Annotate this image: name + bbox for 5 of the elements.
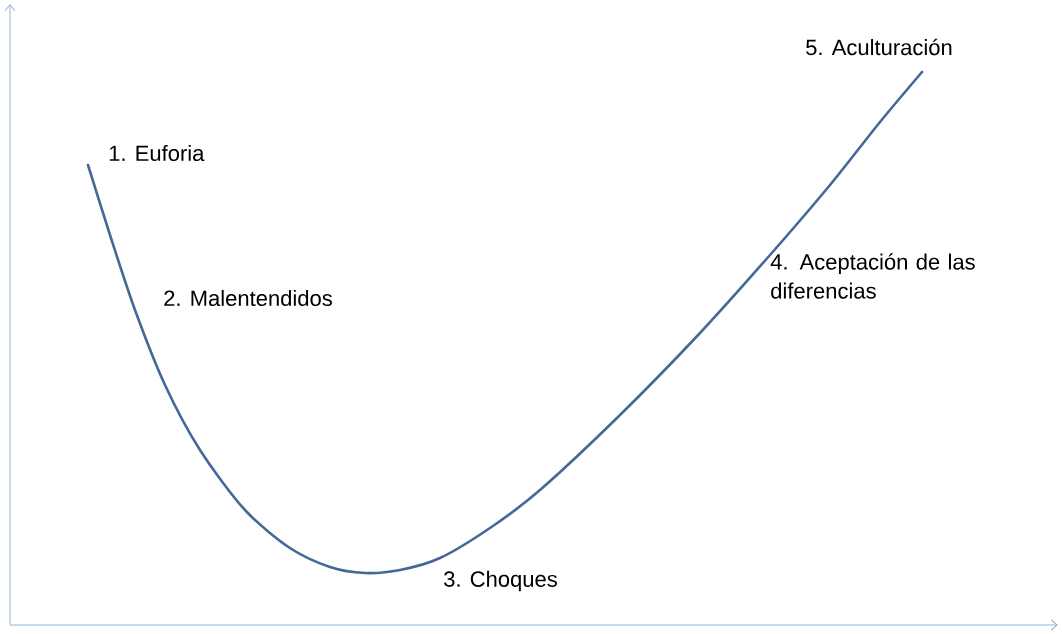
stage-label: 5. Aculturación [806,38,952,56]
stage-label: 1. Euforia [109,144,205,162]
stage-label: 3. Choques [444,570,557,592]
stage-label: 2. Malentendidos [164,289,332,307]
stage-label: 4. Aceptación de las diferencias [770,253,975,299]
